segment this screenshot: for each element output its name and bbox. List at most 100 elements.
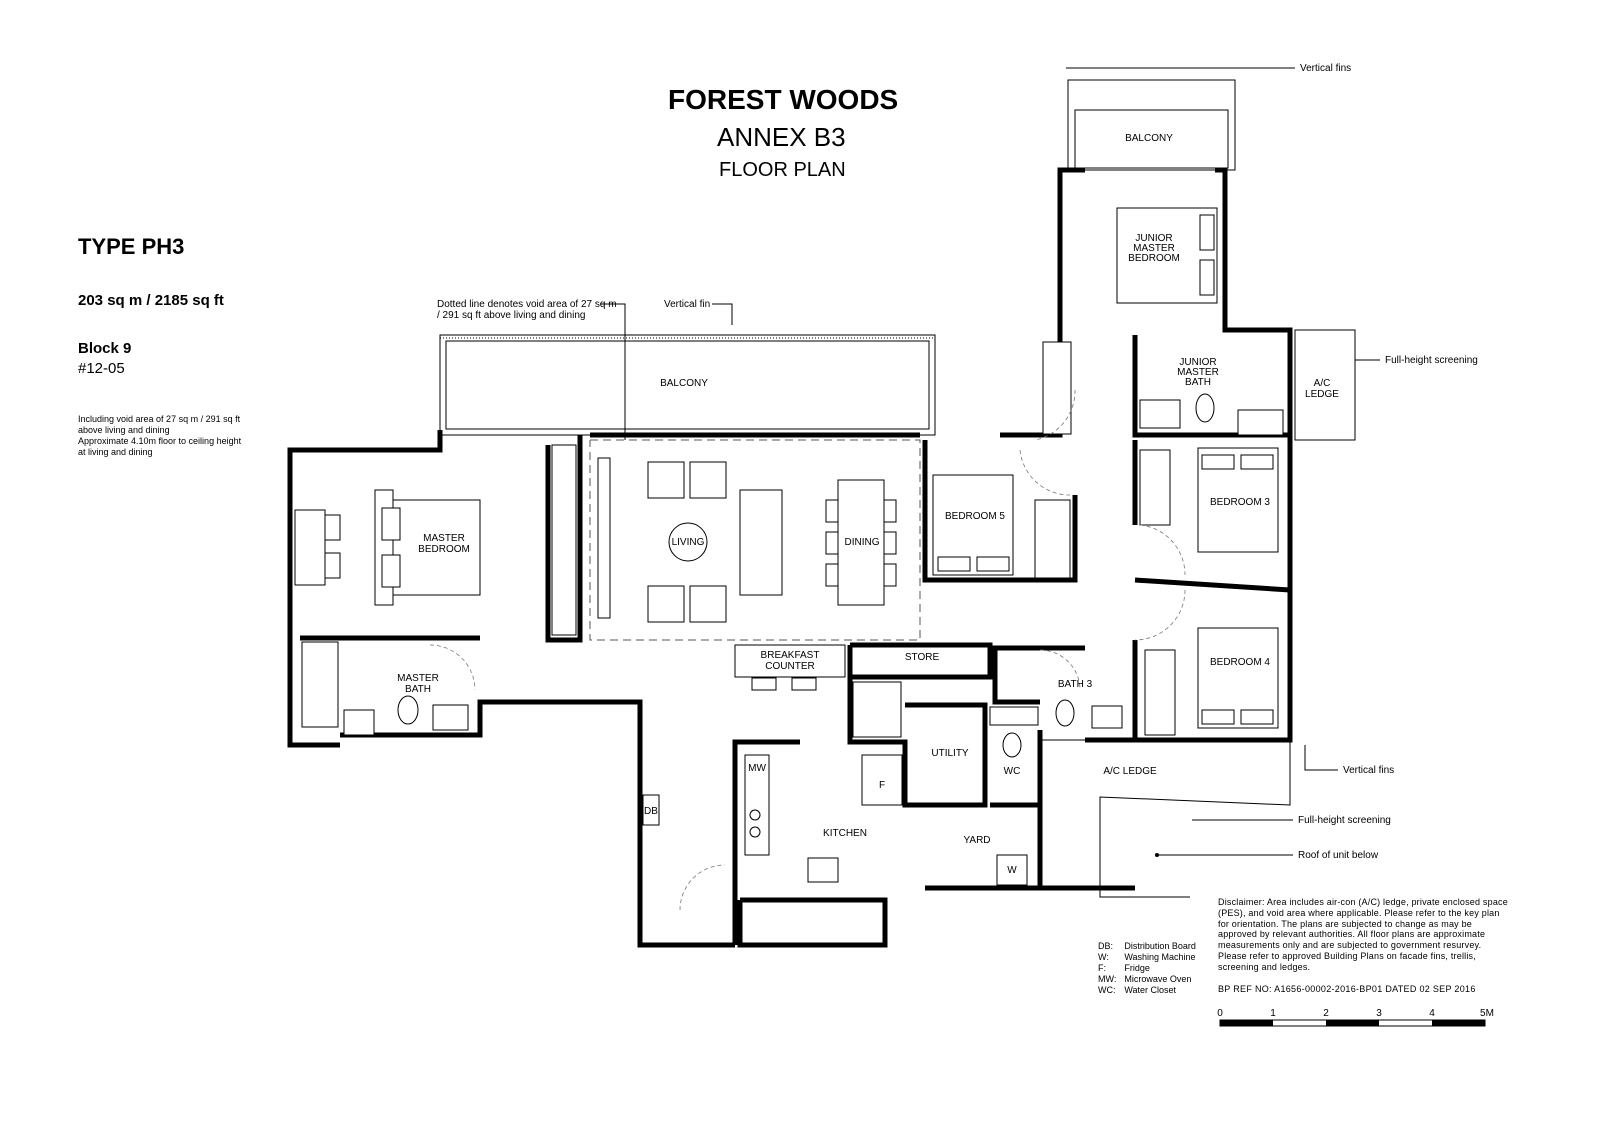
room-label: KITCHEN	[823, 828, 867, 839]
master-bath: MASTER BATH	[301, 641, 476, 736]
wall	[847, 645, 988, 808]
wardrobe	[1042, 341, 1072, 435]
ac-ledge-bottom: A/C LEDGE	[1040, 739, 1291, 898]
dining-area: DINING	[825, 479, 897, 606]
room-label: WC	[1004, 766, 1021, 777]
room-label: LEDGE	[1305, 389, 1339, 400]
unit-number: #12-05	[78, 360, 125, 377]
unit-area: 203 sq m / 2185 sq ft	[78, 292, 224, 309]
wall	[922, 440, 1078, 583]
ac-ledge-right: A/C LEDGE	[1294, 329, 1356, 441]
scale-tick: 0	[1217, 1008, 1223, 1019]
scale-tick: 2	[1323, 1008, 1329, 1019]
room-label: BREAKFAST	[761, 650, 820, 661]
room-label: BATH	[1185, 377, 1211, 388]
annotations: Dotted line denotes void area of 27 sq m…	[437, 63, 1478, 861]
room-label: UTILITY	[931, 748, 969, 759]
distribution-board	[642, 794, 660, 826]
roof-label: Roof of unit below	[1298, 850, 1379, 861]
room-label: BEDROOM 5	[945, 511, 1005, 522]
room-label: YARD	[963, 835, 990, 846]
wall	[850, 642, 993, 680]
screening-label: Full-height screening	[1298, 815, 1391, 826]
wardrobe	[1139, 449, 1171, 526]
project-title: FOREST WOODS	[668, 84, 899, 115]
room-label: MASTER	[1177, 367, 1219, 378]
balcony-label: BALCONY	[660, 378, 708, 389]
wall	[732, 739, 800, 945]
shower	[852, 681, 902, 738]
abbreviation-legend: DB:Distribution Board W:Washing Machine …	[1098, 941, 1204, 996]
wall	[992, 645, 1085, 705]
breakfast-counter: BREAKFAST COUNTER	[734, 644, 846, 691]
living-area: LIVING	[597, 457, 783, 623]
scale-bar: 0 1 2 3 4 5M	[1217, 1008, 1494, 1027]
db-label: DB	[644, 806, 658, 817]
balcony-label: BALCONY	[1125, 133, 1173, 144]
unit-type: TYPE PH3	[78, 234, 185, 259]
note-line: Approximate 4.10m floor to ceiling heigh…	[78, 436, 242, 446]
wardrobe	[1144, 649, 1176, 736]
room-label: A/C	[1314, 378, 1331, 389]
bedroom-5: BEDROOM 5	[932, 449, 1071, 576]
bedroom-3: BEDROOM 3	[1139, 447, 1279, 576]
master-bed: MASTER BEDROOM	[294, 489, 481, 606]
kitchen: MW F KITCHEN	[679, 754, 903, 911]
toilet	[1002, 732, 1022, 758]
scale-tick: 5M	[1480, 1008, 1494, 1019]
room-label: BEDROOM 4	[1210, 657, 1270, 668]
note-line: above living and dining	[78, 425, 170, 435]
bp-reference: BP REF NO: A1656-00002-2016-BP01 DATED 0…	[1218, 984, 1476, 994]
wall	[545, 435, 583, 643]
balcony-top: BALCONY	[1067, 79, 1236, 171]
balcony-main: BALCONY	[439, 334, 936, 436]
room-label: BEDROOM	[1128, 253, 1180, 264]
note-line: Including void area of 27 sq m / 291 sq …	[78, 414, 241, 424]
scale-tick: 3	[1376, 1008, 1382, 1019]
wardrobe	[1034, 499, 1071, 579]
annex-title: ANNEX B3	[717, 122, 846, 152]
room-label: MASTER	[423, 533, 465, 544]
junior-master-bedroom: JUNIOR MASTER BEDROOM	[1034, 207, 1218, 441]
room-label: DINING	[845, 537, 880, 548]
room-label: MASTER	[397, 673, 439, 684]
legend-row: F:Fridge	[1098, 963, 1150, 973]
wall	[1134, 577, 1291, 593]
wall	[737, 897, 888, 948]
room-label: BEDROOM 3	[1210, 497, 1270, 508]
unit-notes: Including void area of 27 sq m / 291 sq …	[78, 414, 241, 458]
microwave-label: MW	[748, 763, 766, 774]
exterior-wall	[287, 430, 443, 748]
exterior-wall	[340, 699, 735, 948]
screening-label: Full-height screening	[1385, 355, 1478, 366]
plan-subtitle: FLOOR PLAN	[719, 159, 846, 181]
void-boundary	[589, 439, 921, 641]
legend-row: DB:Distribution Board	[1098, 941, 1196, 951]
void-note: / 291 sq ft above living and dining	[437, 310, 585, 321]
washer-label: W	[1007, 865, 1017, 876]
room-label: MASTER	[1133, 243, 1175, 254]
store-label: STORE	[905, 652, 940, 663]
block-number: Block 9	[78, 340, 132, 357]
junior-master-bath: JUNIOR MASTER BATH	[1139, 357, 1284, 436]
bath-3: BATH 3	[989, 649, 1123, 729]
fridge-label: F	[879, 780, 885, 791]
room-label: JUNIOR	[1179, 357, 1216, 368]
scale-tick: 4	[1429, 1008, 1435, 1019]
vertical-fin-label: Vertical fin	[664, 299, 710, 310]
legend-row: W:Washing Machine	[1098, 952, 1196, 962]
room-label: BEDROOM	[418, 544, 470, 555]
bedroom-4: BEDROOM 4	[1134, 589, 1279, 729]
room-label: COUNTER	[765, 661, 814, 672]
legend-row: WC:Water Closet	[1098, 985, 1177, 995]
room-label: A/C LEDGE	[1103, 766, 1157, 777]
wardrobe	[551, 444, 577, 636]
room-label: LIVING	[672, 537, 705, 548]
void-note: Dotted line denotes void area of 27 sq m	[437, 299, 617, 310]
scale-tick: 1	[1270, 1008, 1276, 1019]
vertical-fins-label: Vertical fins	[1343, 765, 1394, 776]
room-label: BATH 3	[1058, 679, 1093, 690]
disclaimer: Disclaimer: Area includes air-con (A/C) …	[1218, 897, 1508, 972]
legend-row: MW:Microwave Oven	[1098, 974, 1192, 984]
